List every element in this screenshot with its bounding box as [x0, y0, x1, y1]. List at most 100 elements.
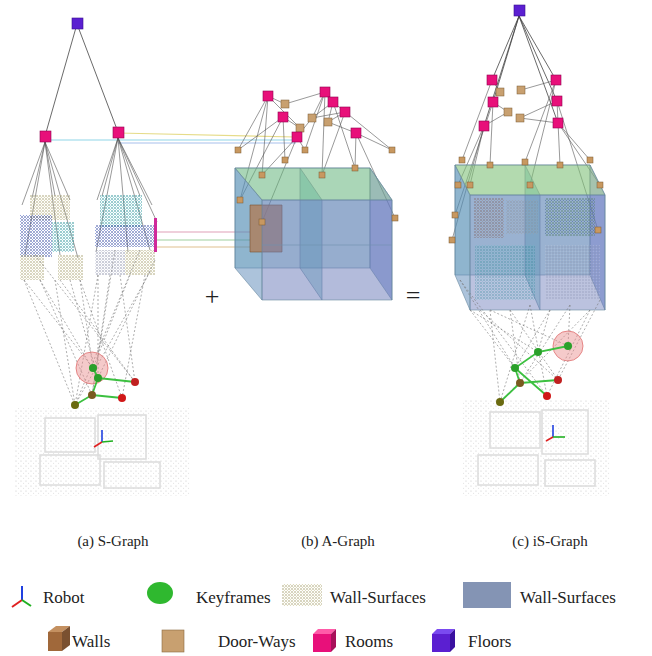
is-graph-illustration-part-part: [517, 86, 525, 94]
s-graph-illustration-part-part: [98, 415, 146, 459]
is-graph-illustration-part-part: [542, 410, 588, 454]
is-graph-illustration-part-part: [557, 162, 563, 168]
is-graph-illustration-part-part: [527, 182, 533, 188]
s-graph-illustration-part: [15, 408, 190, 496]
is-graph-illustration-part: [564, 342, 572, 350]
s-graph-illustration-part: [45, 24, 118, 136]
is-graph-illustration-part: [554, 376, 562, 384]
is-graph-illustration-part-part: [455, 182, 461, 188]
s-graph-illustration-part: [88, 391, 96, 399]
is-graph-illustration-part: [514, 5, 525, 16]
a-graph-illustration-part: [235, 147, 398, 225]
is-graph-illustration-part-part: [504, 108, 512, 116]
s-graph-illustration-part-part: [40, 455, 100, 485]
a-graph-illustration-part-part: [235, 147, 241, 153]
is-graph-illustration-part-part: [490, 412, 540, 448]
is-graph-illustration-part-part: [553, 118, 563, 128]
is-graph-illustration-part: [553, 436, 565, 438]
a-graph-illustration-part-part: [392, 215, 398, 221]
is-graph-illustration-part: [470, 195, 605, 310]
legend-label: Floors: [468, 633, 511, 652]
panel-caption: (c) iS-Graph: [512, 533, 587, 550]
s-graph-illustration-part: [131, 378, 139, 386]
a-graph-illustration-part-part: [320, 87, 330, 97]
is-graph-illustration-part: [552, 425, 554, 437]
is-graph-illustration-part: [543, 392, 551, 400]
a-graph-illustration-part-part: [281, 100, 289, 108]
is-graph-illustration-part: [455, 165, 605, 195]
legend-samples: [12, 582, 455, 652]
is-graph-illustration-part-part: [552, 96, 562, 106]
s-graph-illustration-part: [20, 255, 44, 280]
a-graph-illustration-part-part: [259, 172, 265, 178]
a-graph-illustration-part-part: [282, 157, 288, 163]
s-graph-illustration-part: [40, 131, 51, 142]
is-graph-illustration-part-part: [522, 159, 528, 165]
a-graph-illustration-part-part: [340, 107, 350, 117]
s-graph-illustration-part: [20, 215, 52, 257]
s-graph-illustration-part: [125, 250, 155, 275]
a-graph-illustration-part: [262, 200, 392, 300]
panel-caption: (b) A-Graph: [301, 533, 375, 550]
legend-samples-part: [22, 600, 31, 606]
legend-samples-part: [12, 600, 22, 607]
a-graph-illustration-part-part: [324, 118, 332, 126]
is-graph-illustration-part: [496, 86, 525, 122]
is-graph-illustration-part-part: [487, 75, 497, 85]
is-graph-illustration-part: [475, 245, 535, 300]
s-graph-illustration-part: [75, 368, 135, 405]
a-graph-illustration-part-part: [296, 124, 304, 132]
a-graph-illustration-part: [281, 100, 332, 132]
a-graph-illustration-part: [262, 245, 392, 246]
s-graph-illustration-part: [101, 430, 103, 442]
legend-label: Robot: [43, 589, 85, 608]
is-graph-illustration-part: [500, 346, 568, 402]
s-graph-illustration-part: [94, 442, 102, 447]
is-graph-illustration-part-part: [516, 114, 524, 122]
s-graph-illustration-part: [58, 255, 83, 280]
correspondence-lines-part: [118, 133, 296, 137]
s-graph-illustration-part: [113, 127, 124, 138]
is-graph-illustration-part: [478, 410, 595, 486]
legend-swatch: [463, 582, 511, 608]
is-graph-illustration-part-part: [597, 182, 603, 188]
legend-label: Door-Ways: [218, 633, 296, 652]
a-graph-illustration-part-part: [278, 112, 288, 122]
a-graph-illustration-part: [263, 87, 361, 142]
legend-samples-part: [21, 586, 23, 600]
s-graph-illustration-part: [71, 401, 79, 409]
s-graph-illustration-part: [89, 364, 97, 372]
is-graph-illustration-part-part: [595, 227, 601, 233]
is-graph-illustration-part-part: [496, 88, 504, 96]
legend-label: Wall-Surfaces: [520, 589, 616, 608]
legend-samples-part: [432, 634, 450, 652]
legend-samples-part: [62, 626, 70, 651]
is-graph-illustration-part-part: [587, 157, 593, 163]
s-graph-illustration-part: [72, 18, 83, 29]
a-graph-illustration-part-part: [351, 128, 361, 138]
is-graph-illustration-part-part: [459, 157, 465, 163]
panel-caption: (a) S-Graph: [77, 533, 148, 550]
legend-label: Keyframes: [196, 589, 271, 608]
a-graph-illustration-part-part: [319, 172, 325, 178]
s-graph-illustration-part: [52, 222, 74, 252]
legend-samples-part: [147, 582, 173, 604]
is-graph-illustration-part: [546, 437, 553, 441]
s-graph-illustration-part: [95, 250, 125, 275]
is-graph-illustration-part-part: [478, 455, 538, 485]
a-graph-illustration-part-part: [259, 219, 265, 225]
a-graph-illustration-part-part: [237, 197, 243, 203]
a-graph-illustration-part-part: [389, 147, 395, 153]
legend-label: Wall-Surfaces: [330, 589, 426, 608]
legend-label: Walls: [72, 633, 110, 652]
s-graph-illustration-part: [118, 394, 126, 402]
s-graph-illustration-part: [102, 441, 113, 442]
legend-samples-part: [48, 632, 62, 651]
legend-samples-part: [450, 629, 455, 652]
is-graph-illustration-part-part: [452, 212, 458, 218]
is-graph-illustration-part: [516, 379, 524, 387]
legend-label: Rooms: [345, 633, 393, 652]
a-graph-illustration: [235, 87, 398, 300]
operator-sign: +: [205, 283, 220, 312]
